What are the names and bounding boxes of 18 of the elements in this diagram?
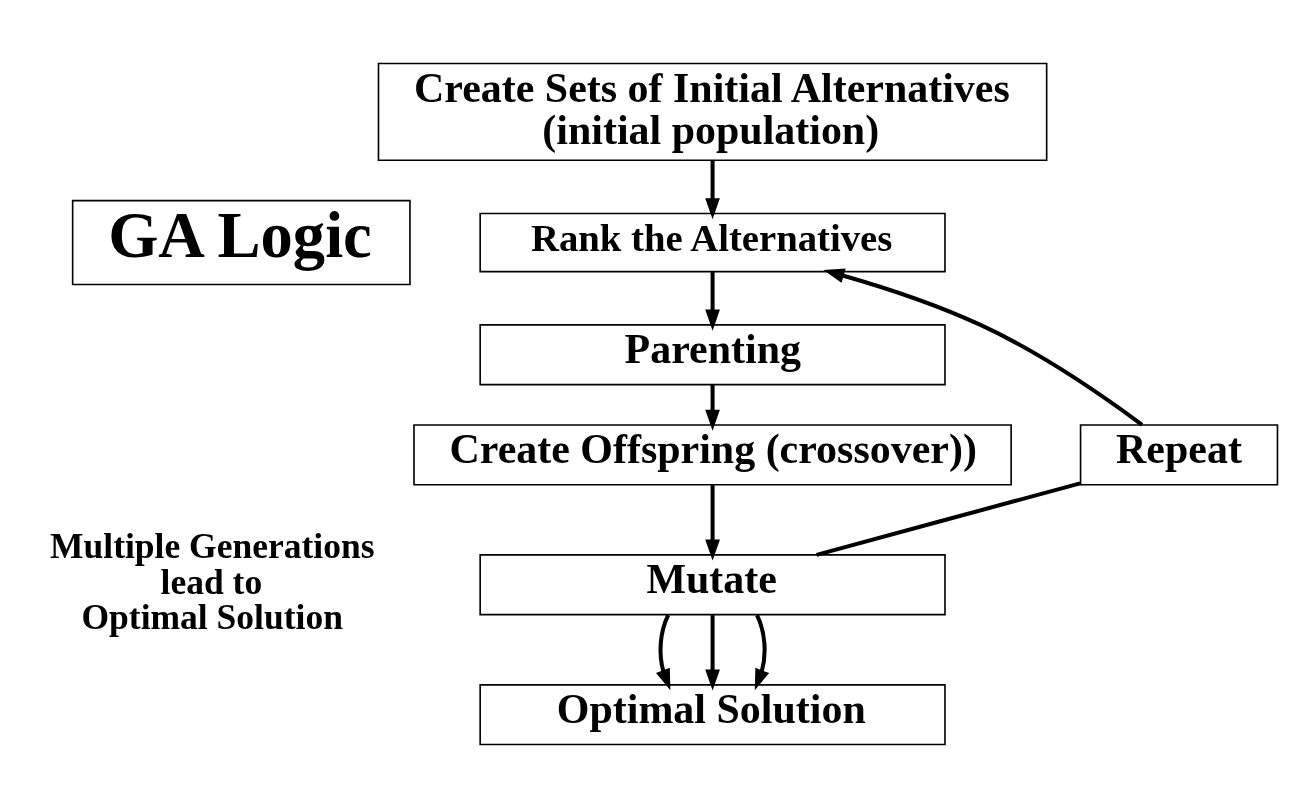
node-box: Create Sets of Initial Alternatives (initial population) — [377, 62, 1048, 162]
node-box: Optimal Solution — [479, 684, 946, 746]
node-box: Rank the Alternatives — [479, 212, 946, 273]
arrow — [705, 485, 720, 561]
arrow — [754, 614, 770, 691]
node-box: Create Offspring (crossover)) — [413, 424, 1012, 486]
arrow — [823, 268, 1144, 427]
node-box: Parenting — [479, 324, 946, 386]
connector — [816, 481, 1081, 557]
node-box: GA Logic — [71, 199, 411, 286]
arrow — [705, 271, 720, 331]
arrow — [705, 384, 720, 431]
label: Multiple Generations lead to Optimal Solution — [50, 526, 375, 638]
arrow — [705, 160, 720, 220]
node-box: Repeat — [1079, 424, 1279, 486]
node-box: Mutate — [479, 554, 946, 616]
arrow — [705, 615, 720, 691]
arrow — [656, 614, 671, 691]
